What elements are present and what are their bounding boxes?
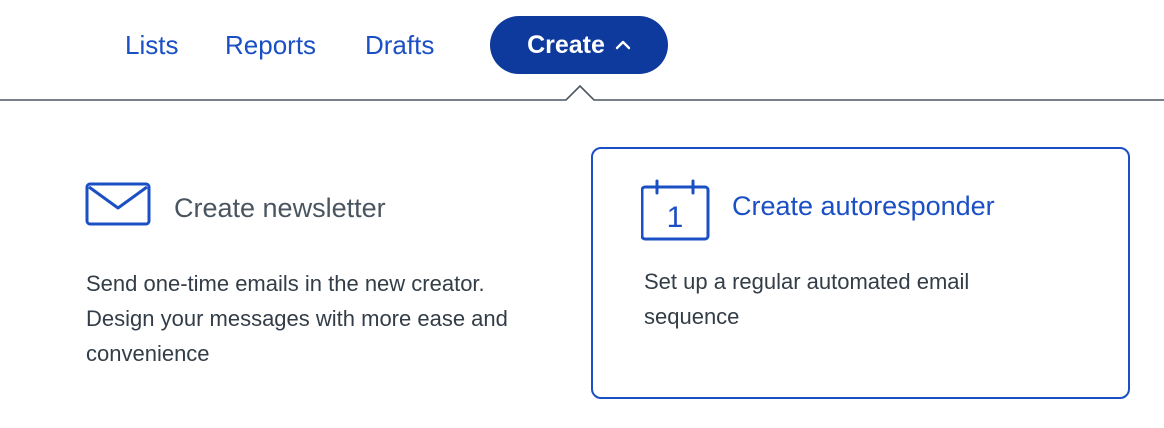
create-autoresponder-title: Create autoresponder [732, 191, 995, 221]
create-newsletter-description: Send one-time emails in the new creator.… [86, 271, 508, 366]
calendar-icon: 1 [641, 179, 710, 241]
nav-link-drafts[interactable]: Drafts [365, 30, 435, 60]
envelope-icon [85, 182, 151, 226]
dropdown-divider [0, 84, 1164, 101]
chevron-up-icon [615, 40, 631, 50]
top-nav: Lists Reports Drafts Create [0, 0, 1164, 100]
create-autoresponder-option[interactable]: 1 Create autoresponder Set up a regular … [591, 147, 1130, 399]
create-newsletter-title: Create newsletter [174, 193, 386, 223]
create-autoresponder-description: Set up a regular automated email sequenc… [644, 269, 970, 329]
nav-link-reports[interactable]: Reports [225, 30, 317, 60]
nav-link-lists[interactable]: Lists [125, 30, 179, 60]
create-newsletter-option[interactable]: Create newsletter Send one-time emails i… [34, 148, 572, 398]
calendar-day-number: 1 [667, 201, 684, 234]
create-button-label: Create [527, 30, 605, 59]
create-button[interactable]: Create [490, 16, 668, 74]
